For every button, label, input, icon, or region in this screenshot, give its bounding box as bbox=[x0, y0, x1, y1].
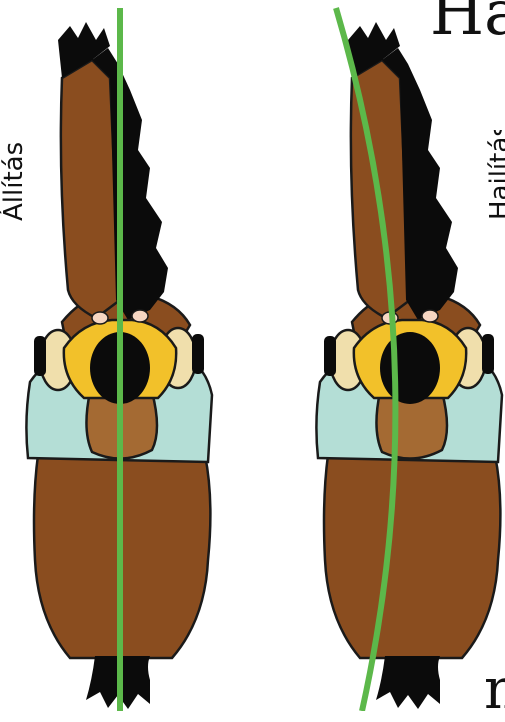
rider-helmet-right bbox=[380, 332, 440, 404]
stirrup-right-l bbox=[192, 334, 204, 374]
cropped-text-fragment: n bbox=[484, 662, 505, 718]
rider-hand-right-r bbox=[422, 310, 438, 322]
cropped-heading-fragment: Ha bbox=[430, 0, 505, 44]
horse-tail-right bbox=[376, 656, 440, 709]
rider-hand-left-l bbox=[92, 312, 108, 324]
label-bending: Hajlítás bbox=[485, 130, 505, 220]
right-panel bbox=[316, 8, 502, 711]
stirrup-left-r bbox=[324, 336, 336, 376]
rider-hand-right-l bbox=[132, 310, 148, 322]
label-straightening: Állítás bbox=[0, 161, 29, 221]
stirrup-right-r bbox=[482, 334, 494, 374]
left-panel bbox=[26, 8, 212, 711]
horse-body-right bbox=[324, 455, 500, 658]
stirrup-left-l bbox=[34, 336, 46, 376]
